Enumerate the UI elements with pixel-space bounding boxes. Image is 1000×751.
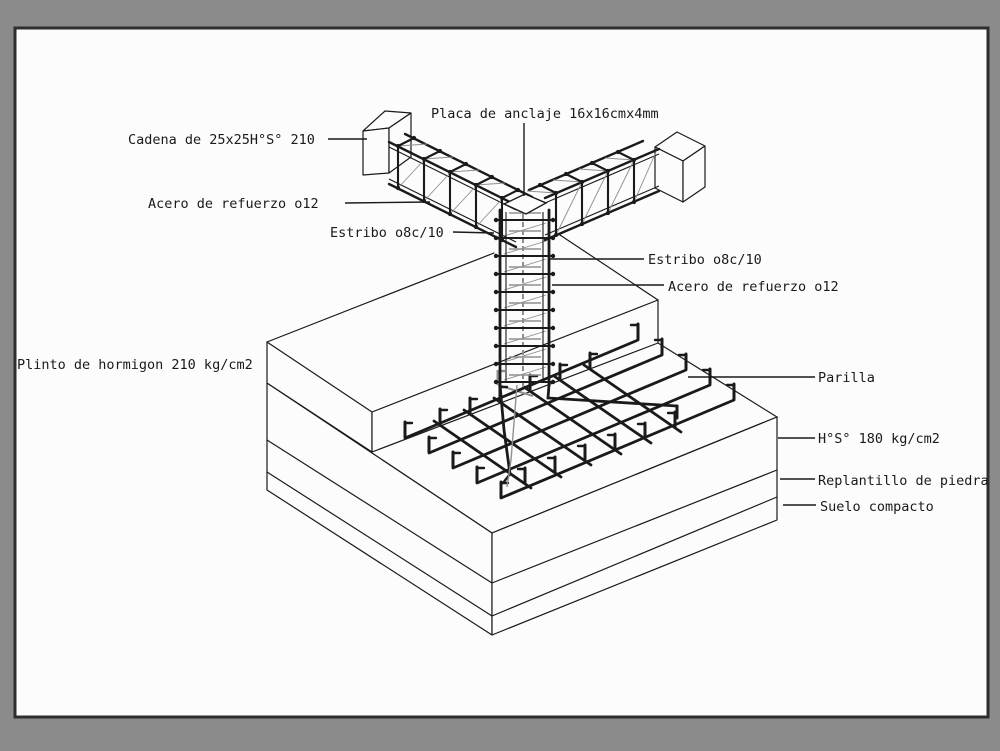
mesh-bar (499, 398, 736, 500)
plinto-step-face (371, 299, 659, 453)
anchor-plate (502, 193, 548, 215)
label-estribo-left: Estribo o8c/10 (330, 225, 444, 241)
layer-line-right-1 (491, 469, 778, 584)
column-back-bar-foot (506, 384, 518, 488)
column-rear-stirrups (509, 212, 541, 376)
label-plinto-hormigon: Plinto de hormigon 210 kg/cm2 (17, 357, 253, 373)
mesh-bar (582, 363, 683, 434)
label-hs180: H°S° 180 kg/cm2 (818, 431, 940, 447)
label-acero-refuerzo-left: Acero de refuerzo o12 (148, 196, 319, 212)
column-lattice (503, 222, 547, 381)
beam-left-lattice (397, 143, 506, 228)
beam-right-lattice (526, 151, 657, 236)
leader-estribo-left (452, 231, 495, 234)
beam-right-cadena (526, 131, 706, 242)
plinto-back-left-edge (266, 252, 495, 343)
label-acero-refuerzo-right: Acero de refuerzo o12 (668, 279, 839, 295)
mesh-bar (492, 396, 593, 467)
leader-lines (328, 123, 816, 506)
mesh-bar (552, 374, 653, 445)
leader-acero-left (344, 201, 431, 204)
beam-left-stirrups (395, 135, 521, 243)
mesh-bar (432, 419, 533, 490)
layer-line-right-2 (491, 496, 778, 617)
mesh-bar (427, 353, 664, 455)
concrete-footing (266, 230, 779, 636)
label-suelo-compacto: Suelo compacto (820, 499, 934, 515)
mesh-bar (403, 338, 640, 440)
plinto-back-right-edge (559, 234, 659, 301)
column-stirrups (493, 217, 556, 385)
label-placa-de-anclaje: Placa de anclaje 16x16cmx4mm (431, 106, 659, 122)
layer-line-left-2 (266, 471, 493, 617)
layer-line-left-1 (266, 439, 493, 584)
beam-right-back-top-rail (527, 139, 645, 192)
beam-right-stirrups (537, 149, 637, 238)
beam-right-front-top-rail (543, 147, 661, 200)
plinto-top-face (267, 230, 658, 412)
label-cadena: Cadena de 25x25H°S° 210 (128, 132, 315, 148)
beam-right-front-bottom-rail (543, 189, 661, 242)
annotation-labels: Placa de anclaje 16x16cmx4mm Cadena de 2… (17, 106, 989, 515)
label-replantillo: Replantillo de piedra (818, 473, 989, 489)
beam-left-cadena (362, 110, 534, 249)
rebar-mesh-parilla (403, 322, 736, 500)
column-bar-left-foot (498, 383, 512, 476)
beam-left-endblock-front (362, 127, 390, 176)
label-parilla: Parilla (818, 370, 875, 386)
beam-left-front-bottom-rail (387, 182, 518, 249)
beam-left-endblock-side (388, 112, 412, 174)
label-estribo-right: Estribo o8c/10 (648, 252, 762, 268)
beam-left-front-top-rail (387, 140, 518, 207)
beam-right-endblock-side (682, 145, 706, 203)
mesh-bar (522, 385, 623, 456)
column-bar-right-foot (546, 383, 679, 408)
